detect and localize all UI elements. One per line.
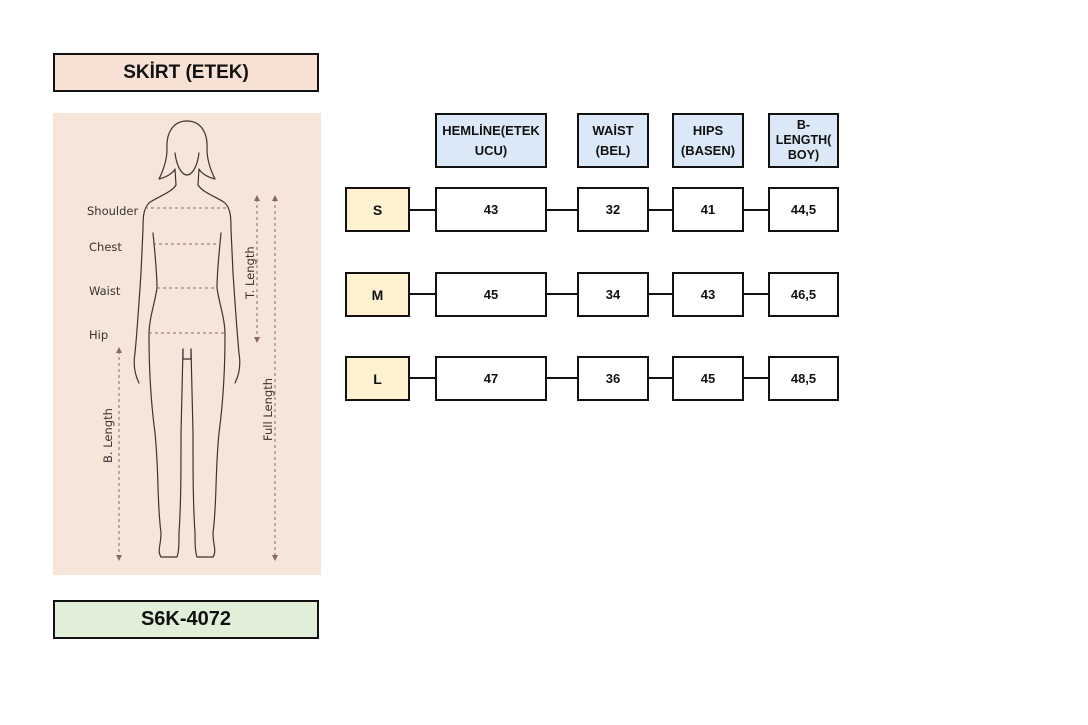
- hip-label: Hip: [89, 328, 109, 342]
- row-connector: [744, 377, 768, 379]
- t-length-label: T. Length: [243, 246, 257, 299]
- row-connector: [649, 209, 672, 211]
- table-cell-b-length: 44,5: [768, 187, 839, 232]
- row-connector: [409, 209, 435, 211]
- shoulder-label: Shoulder: [87, 204, 139, 218]
- row-connector: [744, 209, 768, 211]
- row-connector: [649, 377, 672, 379]
- row-connector: [547, 209, 577, 211]
- waist-label: Waist: [89, 284, 121, 298]
- body-silhouette-illustration: [116, 120, 278, 561]
- table-cell-hemline: 43: [435, 187, 547, 232]
- product-code: S6K-4072: [53, 600, 319, 639]
- row-connector: [409, 377, 435, 379]
- product-title: SKİRT (ETEK): [53, 53, 319, 92]
- header-hips: HIPS (BASEN): [672, 113, 744, 168]
- row-connector: [744, 293, 768, 295]
- table-cell-hips: 45: [672, 356, 744, 401]
- b-length-label: B. Length: [101, 408, 115, 463]
- size-label-l: L: [345, 356, 410, 401]
- header-b-length: B-LENGTH( BOY): [768, 113, 839, 168]
- chest-label: Chest: [89, 240, 122, 254]
- table-cell-hips: 43: [672, 272, 744, 317]
- size-label-m: M: [345, 272, 410, 317]
- size-label-s: S: [345, 187, 410, 232]
- body-measurement-figure: Shoulder Chest Waist Hip T. Length Full …: [53, 113, 321, 575]
- row-connector: [547, 377, 577, 379]
- header-hemline: HEMLİNE(ETEK UCU): [435, 113, 547, 168]
- table-cell-hips: 41: [672, 187, 744, 232]
- row-connector: [649, 293, 672, 295]
- table-cell-b-length: 46,5: [768, 272, 839, 317]
- table-cell-waist: 36: [577, 356, 649, 401]
- table-cell-waist: 34: [577, 272, 649, 317]
- row-connector: [547, 293, 577, 295]
- table-cell-b-length: 48,5: [768, 356, 839, 401]
- row-connector: [409, 293, 435, 295]
- header-waist: WAİST (BEL): [577, 113, 649, 168]
- full-length-label: Full Length: [261, 378, 275, 441]
- table-cell-hemline: 47: [435, 356, 547, 401]
- table-cell-hemline: 45: [435, 272, 547, 317]
- table-cell-waist: 32: [577, 187, 649, 232]
